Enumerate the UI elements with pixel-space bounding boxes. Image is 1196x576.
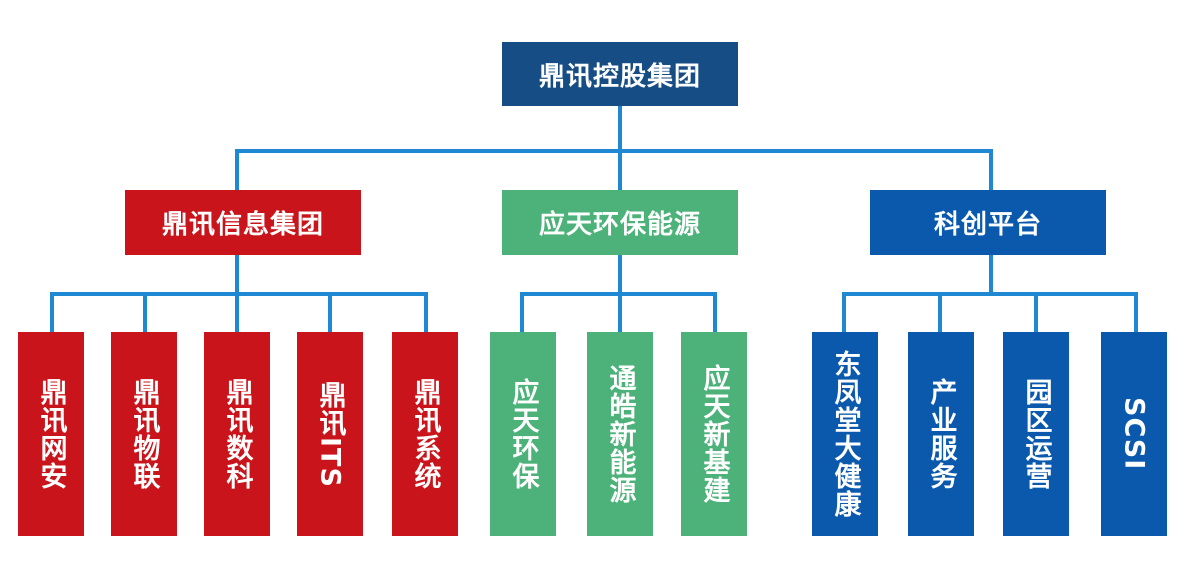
child-label: 应天新基建: [698, 364, 730, 504]
child-node: 园区运营: [1003, 332, 1069, 536]
connector-group1-child: [143, 292, 147, 332]
child-node: 鼎讯物联: [111, 332, 177, 536]
connector-root-down: [618, 106, 622, 152]
connector-group2-down: [618, 255, 622, 295]
child-node: 鼎讯数科: [204, 332, 270, 536]
connector-group1-child: [424, 292, 428, 332]
connector-group3-down: [989, 255, 993, 295]
child-label: 鼎讯数科: [221, 378, 253, 490]
child-node: 应天环保: [490, 332, 556, 536]
child-label: 鼎讯系统: [409, 378, 441, 490]
group-node-env-energy: 应天环保能源: [502, 190, 738, 255]
child-label: 鼎讯物联: [128, 378, 160, 490]
group-node-info: 鼎讯信息集团: [125, 190, 361, 255]
connector-group2-child: [520, 292, 524, 332]
child-label: 东凤堂大健康: [829, 350, 861, 518]
connector-group2-child: [618, 292, 622, 332]
connector-group2-up: [618, 149, 622, 190]
child-label: 鼎讯网安: [35, 378, 67, 490]
child-node: 鼎讯ITS: [297, 332, 363, 536]
child-label: SCSI: [1118, 397, 1150, 471]
child-node: 通皓新能源: [587, 332, 653, 536]
connector-group3-child: [938, 292, 942, 332]
root-label: 鼎讯控股集团: [538, 61, 701, 92]
child-label: 产业服务: [925, 378, 957, 490]
connector-group1-bar: [50, 292, 428, 296]
child-node: 产业服务: [908, 332, 974, 536]
child-label: 园区运营: [1020, 378, 1052, 490]
group-label: 鼎讯信息集团: [161, 210, 324, 240]
connector-level1-bar: [235, 149, 993, 153]
child-node: 鼎讯系统: [392, 332, 458, 536]
child-label: 鼎讯ITS: [314, 380, 346, 488]
connector-group1-child: [50, 292, 54, 332]
connector-group1-down: [235, 255, 239, 295]
connector-group1-up: [235, 149, 239, 190]
connector-group3-child: [1134, 292, 1138, 332]
child-node: 东凤堂大健康: [812, 332, 878, 536]
child-node: 应天新基建: [681, 332, 747, 536]
child-node: 鼎讯网安: [18, 332, 84, 536]
root-node: 鼎讯控股集团: [502, 42, 738, 106]
connector-group1-child: [235, 292, 239, 332]
child-label: 应天环保: [507, 378, 539, 490]
group-node-innovation: 科创平台: [870, 190, 1106, 255]
group-label: 应天环保能源: [538, 210, 701, 240]
connector-group1-child: [328, 292, 332, 332]
connector-group3-bar: [842, 292, 1138, 296]
connector-group3-child: [1034, 292, 1038, 332]
connector-group3-child: [842, 292, 846, 332]
group-label: 科创平台: [933, 210, 1042, 240]
connector-group3-up: [989, 149, 993, 190]
child-label: 通皓新能源: [604, 364, 636, 504]
child-node: SCSI: [1101, 332, 1167, 536]
connector-group2-child: [713, 292, 717, 332]
